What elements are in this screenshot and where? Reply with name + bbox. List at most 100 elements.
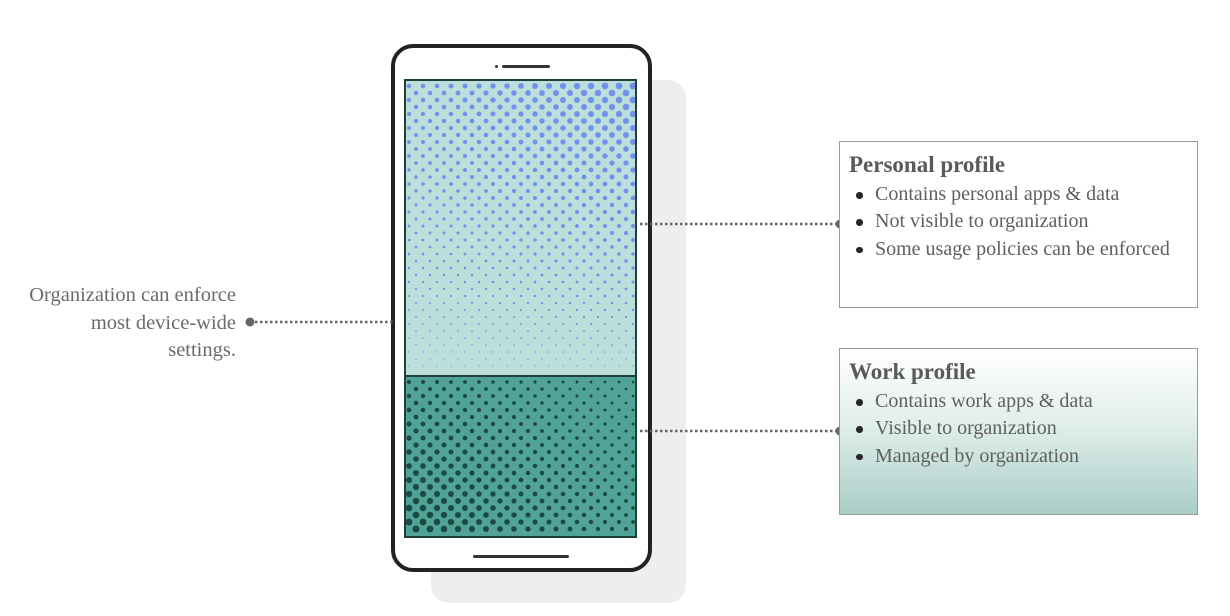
halftone-dot [462, 421, 468, 427]
halftone-dot [477, 294, 481, 298]
halftone-dot [519, 394, 523, 398]
halftone-dot [595, 118, 601, 124]
halftone-dot [534, 337, 536, 339]
halftone-dot [568, 301, 572, 305]
halftone-dot [427, 428, 433, 434]
halftone-dot [518, 519, 524, 525]
halftone-dot [464, 323, 466, 325]
halftone-dot [470, 175, 474, 179]
halftone-dot [469, 400, 475, 406]
halftone-dot [610, 429, 614, 433]
halftone-dot [470, 231, 474, 235]
halftone-dot [491, 182, 495, 186]
halftone-dot [497, 526, 503, 532]
halftone-dot [576, 351, 578, 353]
halftone-dot [616, 195, 622, 201]
halftone-dot [588, 111, 594, 117]
halftone-dot [625, 358, 627, 360]
halftone-dot [511, 174, 517, 180]
halftone-dot [441, 442, 447, 448]
halftone-dot [421, 196, 425, 200]
halftone-dot [442, 175, 446, 179]
personal-dot-pattern [406, 82, 637, 367]
halftone-dot [456, 175, 460, 179]
halftone-dot [617, 280, 621, 284]
halftone-dot [533, 210, 537, 214]
halftone-dot [582, 259, 586, 263]
halftone-dot [483, 498, 489, 504]
halftone-dot [470, 287, 474, 291]
halftone-dot [630, 181, 636, 187]
halftone-dot [421, 154, 425, 158]
halftone-dot [476, 435, 482, 441]
halftone-dot [574, 153, 580, 159]
halftone-dot [505, 196, 509, 200]
halftone-dot [609, 146, 615, 152]
halftone-dot [408, 365, 410, 367]
halftone-dot [518, 83, 524, 89]
speaker-slot [502, 65, 550, 68]
halftone-dot [519, 280, 523, 284]
halftone-dot [568, 259, 572, 263]
halftone-dot [622, 103, 630, 111]
halftone-dot [625, 344, 627, 346]
halftone-dot [469, 104, 475, 110]
halftone-dot [582, 443, 586, 447]
halftone-dot [547, 224, 551, 228]
halftone-dot [464, 365, 466, 367]
halftone-dot [540, 315, 544, 319]
halftone-dot [455, 484, 461, 490]
halftone-dot [442, 231, 446, 235]
halftone-dot [609, 188, 615, 194]
halftone-dot [497, 160, 503, 166]
device-settings-caption: Organization can enforce most device-wid… [29, 284, 236, 361]
halftone-dot [442, 259, 446, 263]
halftone-dot [435, 280, 439, 284]
halftone-dot [485, 344, 487, 346]
halftone-dot [469, 512, 475, 518]
halftone-dot [498, 203, 502, 207]
halftone-dot [498, 231, 502, 235]
halftone-dot [581, 512, 587, 518]
halftone-dot [539, 146, 545, 152]
halftone-dot [616, 139, 622, 145]
halftone-dot [520, 351, 522, 353]
halftone-dot [491, 280, 495, 284]
halftone-dot [442, 161, 446, 165]
halftone-dot [601, 110, 609, 118]
halftone-dot [553, 174, 559, 180]
halftone-dot [455, 400, 461, 406]
halftone-dot [428, 287, 432, 291]
halftone-dot [447, 504, 455, 512]
halftone-dot [455, 442, 461, 448]
halftone-dot [589, 380, 593, 384]
halftone-dot [469, 484, 475, 490]
halftone-dot [630, 167, 636, 173]
halftone-dot [420, 379, 426, 385]
halftone-dot [540, 217, 544, 221]
halftone-dot [448, 407, 454, 413]
halftone-dot [532, 449, 538, 455]
halftone-dot [568, 231, 572, 235]
halftone-dot [548, 337, 550, 339]
halftone-dot [414, 175, 418, 179]
halftone-dot [469, 146, 475, 152]
halftone-dot [595, 132, 601, 138]
halftone-dot [596, 429, 600, 433]
halftone-dot [589, 224, 593, 228]
halftone-dot [476, 407, 482, 413]
halftone-dot [625, 330, 627, 332]
halftone-dot [519, 196, 523, 200]
halftone-dot [540, 287, 544, 291]
halftone-dot [441, 146, 447, 152]
halftone-dot [456, 387, 460, 391]
halftone-dot [546, 491, 552, 497]
halftone-dot [511, 512, 517, 518]
halftone-dot [539, 512, 545, 518]
halftone-dot [491, 266, 495, 270]
halftone-dot [567, 160, 573, 166]
halftone-dot [433, 490, 441, 498]
halftone-dot [610, 401, 614, 405]
halftone-dot [610, 301, 614, 305]
halftone-dot [618, 365, 620, 367]
